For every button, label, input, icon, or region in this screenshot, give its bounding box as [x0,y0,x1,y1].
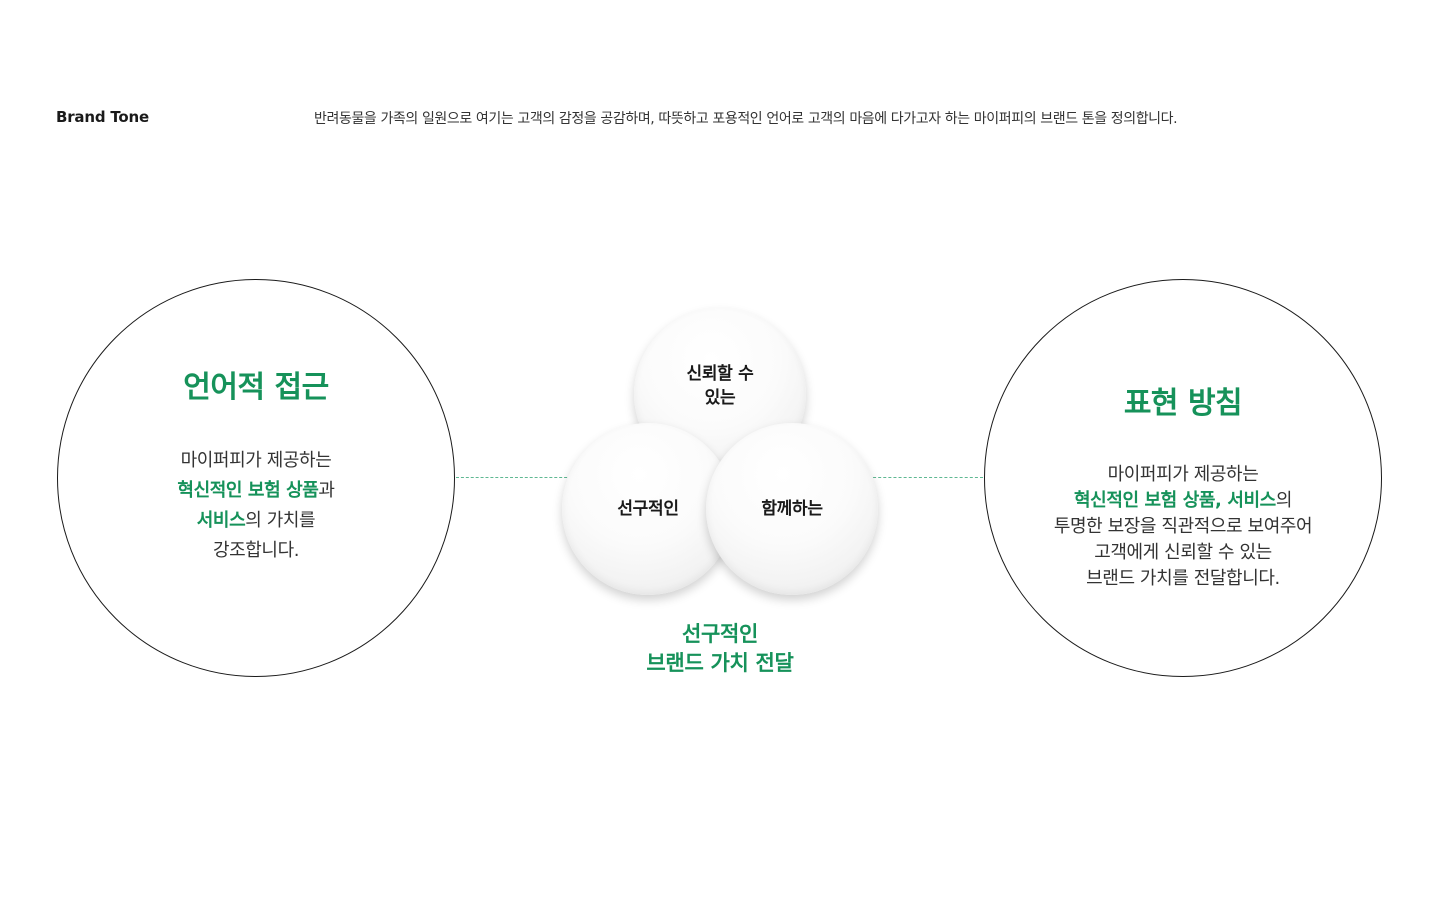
verbal-approach-line: 서비스의 가치를 [58,506,454,536]
trustworthy-label-line: 있는 [704,388,736,408]
pioneering-label: 선구적인 [617,499,679,519]
trustworthy-label: 신뢰할 수 있는 [686,364,754,414]
verbal-approach-line: 마이퍼피가 제공하는 [180,450,332,471]
center-caption-line: 브랜드 가치 전달 [646,651,794,675]
pioneering-bubble: 선구적인 [562,423,734,595]
verbal-approach-line: 혁신적인 보험 상품과 [58,476,454,506]
verbal-approach-text: 마이퍼피가 제공하는 혁신적인 보험 상품과 서비스의 가치를 강조합니다. [58,446,454,566]
highlight-text: 혁신적인 보험 상품, 서비스 [1074,490,1276,511]
together-bubble: 함께하는 [706,423,878,595]
plain-text: 의 가치를 [245,510,316,531]
verbal-approach-title: 언어적 접근 [183,370,329,405]
center-caption-line: 선구적인 [681,622,759,646]
section-description: 반려동물을 가족의 일원으로 여기는 고객의 감정을 공감하며, 따뜻하고 포용… [314,111,1178,127]
expression-policy-text: 마이퍼피가 제공하는 혁신적인 보험 상품, 서비스의 투명한 보장을 직관적으… [985,462,1381,592]
section-label: Brand Tone [56,108,149,126]
expression-policy-line: 브랜드 가치를 전달합니다. [1086,568,1280,589]
expression-policy-line: 투명한 보장을 직관적으로 보여주어 [1053,516,1313,537]
center-caption: 선구적인 브랜드 가치 전달 [560,620,880,678]
verbal-approach-circle: 언어적 접근 마이퍼피가 제공하는 혁신적인 보험 상품과 서비스의 가치를 강… [57,279,455,677]
expression-policy-title: 표현 방침 [1123,386,1243,421]
plain-text: 과 [318,480,335,501]
verbal-approach-line: 강조합니다. [212,540,300,561]
expression-policy-line: 마이퍼피가 제공하는 [1107,464,1259,485]
expression-policy-line: 고객에게 신뢰할 수 있는 [1094,542,1272,563]
highlight-text: 혁신적인 보험 상품 [177,480,319,501]
plain-text: 의 [1275,490,1293,511]
together-label: 함께하는 [761,499,823,519]
expression-policy-line: 혁신적인 보험 상품, 서비스의 [985,488,1381,514]
right-connector-line [868,477,983,478]
highlight-text: 서비스 [196,510,246,531]
expression-policy-circle: 표현 방침 마이퍼피가 제공하는 혁신적인 보험 상품, 서비스의 투명한 보장… [984,279,1382,677]
left-connector-line [456,477,572,478]
trustworthy-label-line: 신뢰할 수 [686,364,754,384]
